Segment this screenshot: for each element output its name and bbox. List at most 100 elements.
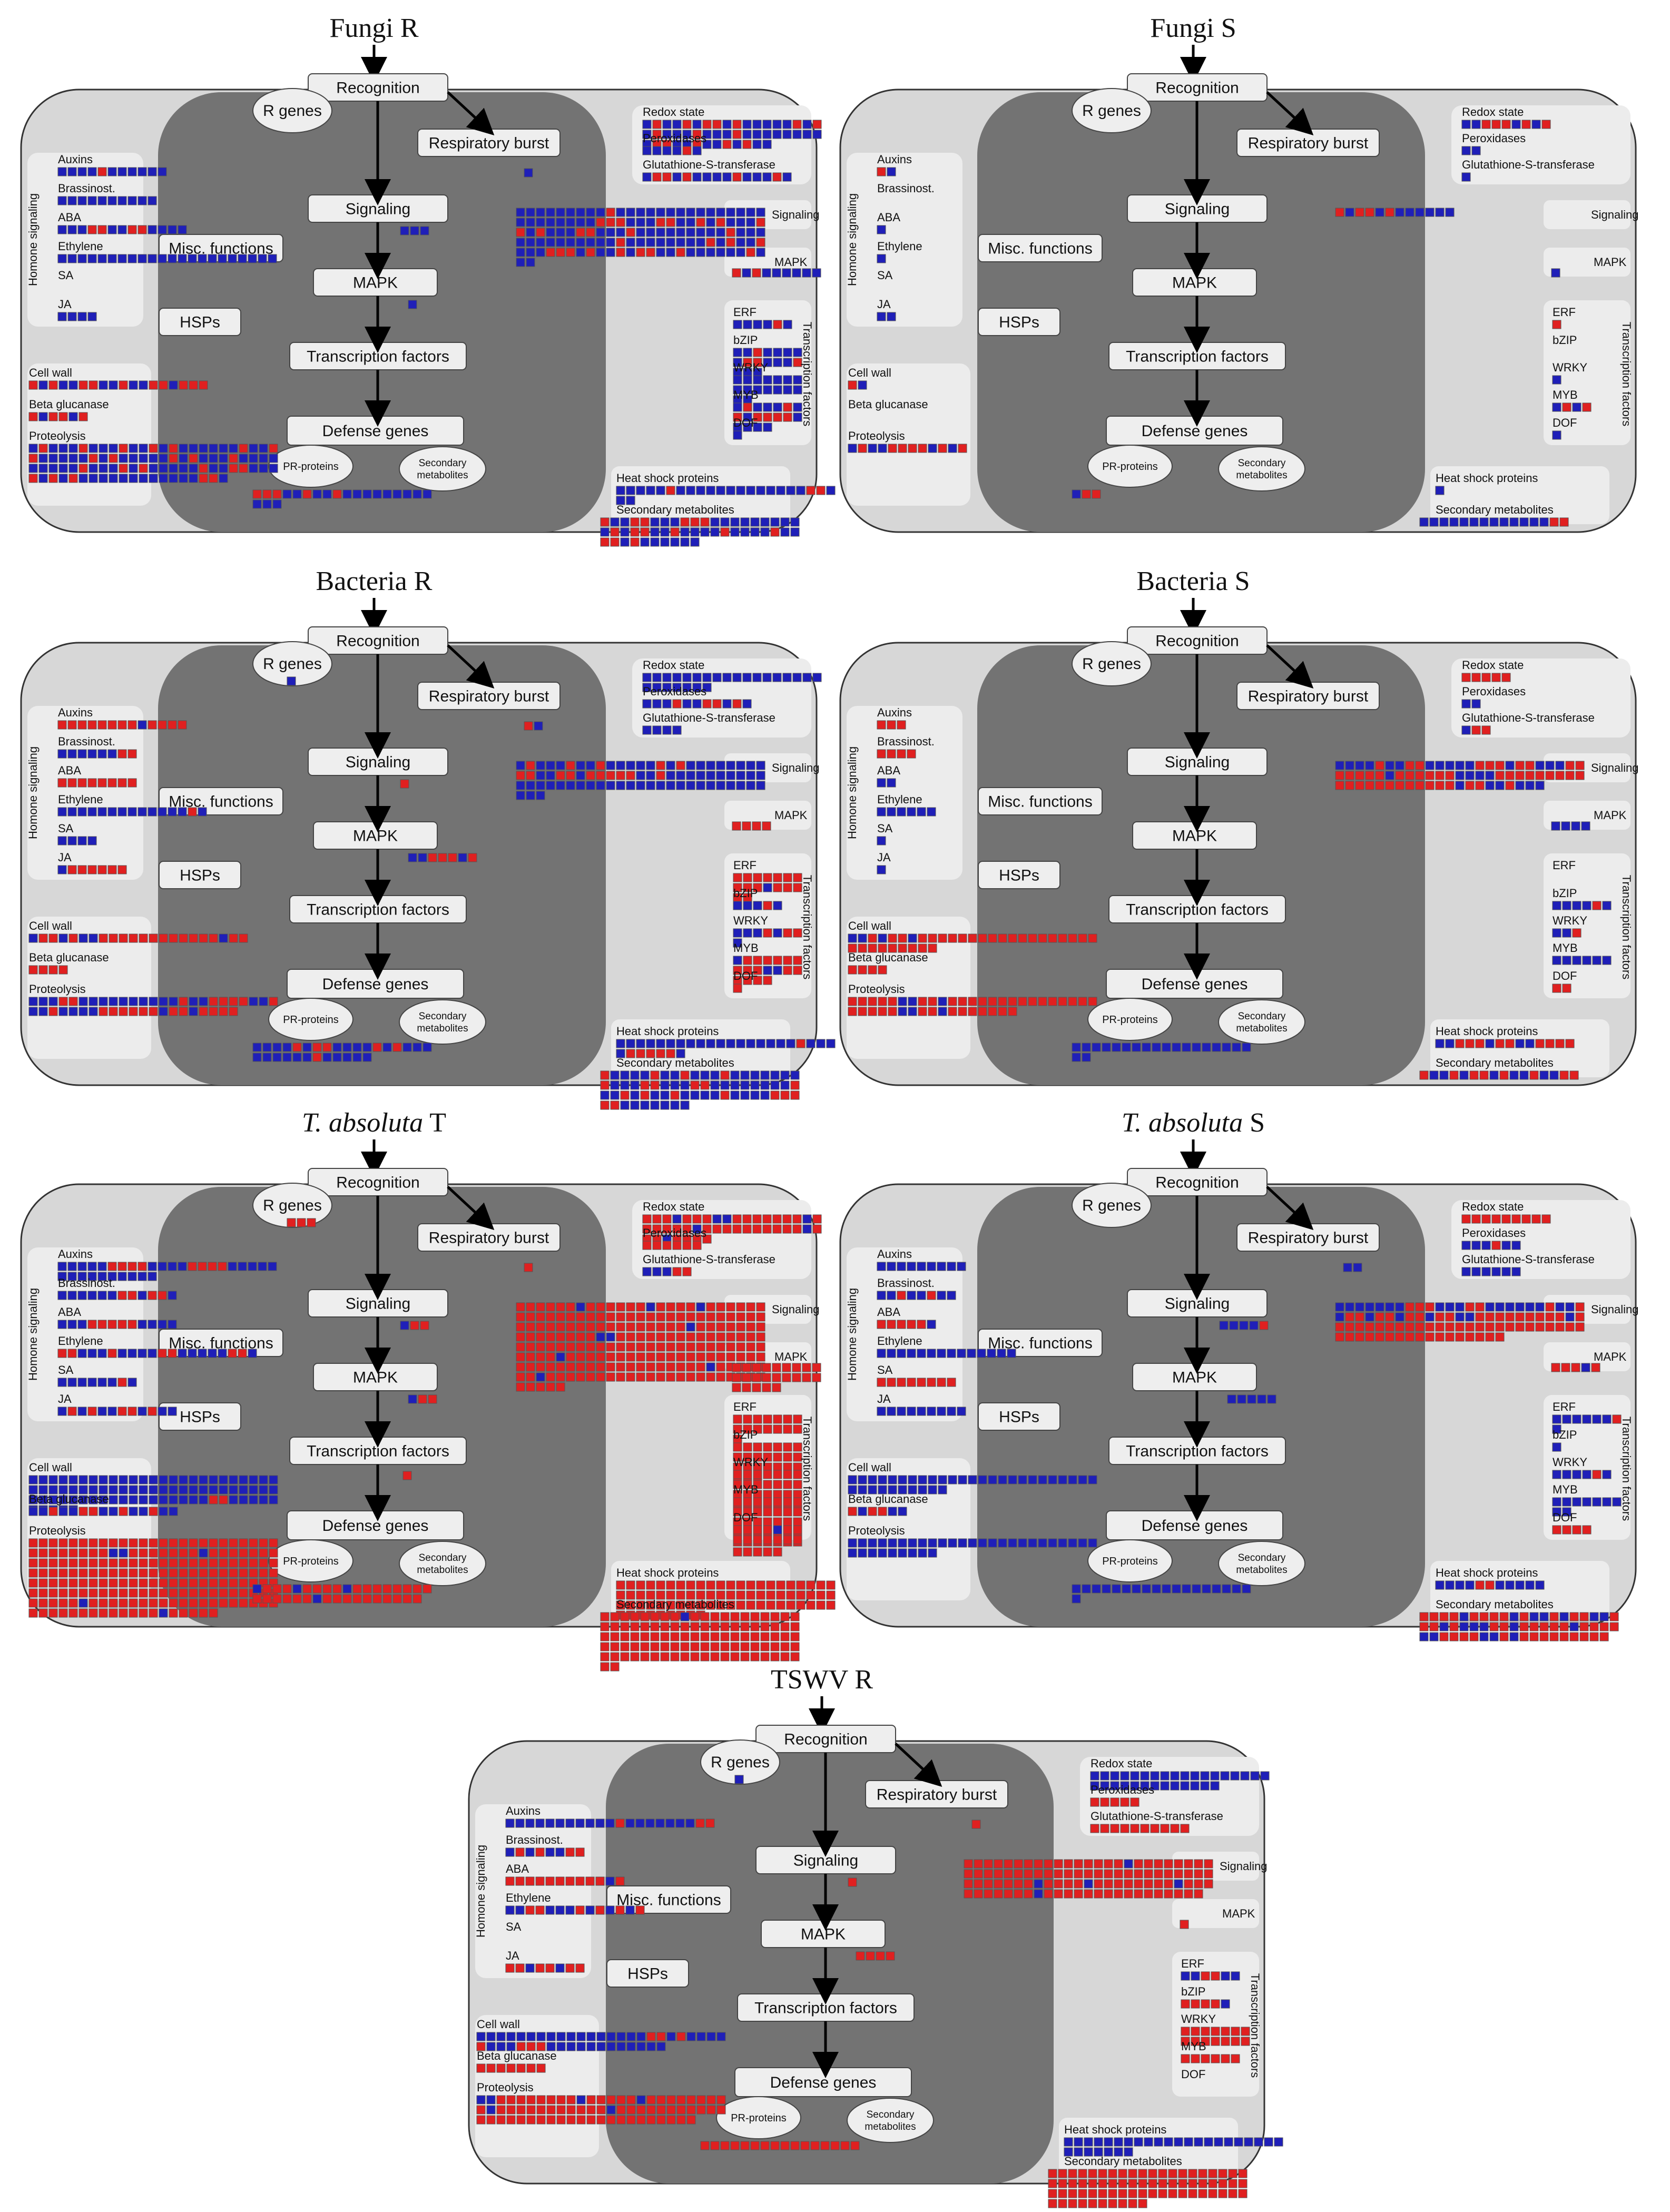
respiratory-burst: Respiratory burst — [417, 682, 561, 710]
expression-cell — [269, 444, 278, 453]
expression-cell — [877, 1407, 886, 1416]
expression-cell — [878, 997, 887, 1006]
expression-cell — [546, 2042, 556, 2051]
expression-cell — [1214, 2137, 1223, 2147]
expression-cell — [656, 486, 665, 495]
expression-cell — [515, 1876, 525, 1886]
expression-cell — [730, 1612, 740, 1621]
expression-cell — [958, 933, 967, 943]
expression-cell — [947, 1349, 956, 1358]
cell-wall-group — [847, 917, 970, 1059]
expression-cell — [742, 140, 752, 149]
signaling: Signaling — [308, 1289, 448, 1318]
expression-cell — [1545, 1312, 1555, 1322]
expression-cell — [505, 1905, 515, 1915]
expression-cell — [1090, 1824, 1099, 1833]
expression-cell — [720, 1622, 730, 1631]
signaling-label: Signaling — [793, 1852, 858, 1870]
expression-cell — [526, 228, 535, 237]
expression-cell — [938, 1485, 947, 1495]
expression-cell — [710, 527, 720, 537]
expression-cell — [159, 933, 168, 943]
expression-cell — [67, 836, 77, 846]
expression-cell — [67, 1378, 77, 1387]
expression-cell — [169, 1495, 178, 1505]
label-heat-shock: Heat shock proteins — [1436, 1025, 1538, 1038]
expression-cell — [1485, 771, 1495, 780]
expression-cell — [1565, 771, 1575, 780]
signaling: Signaling — [1127, 1289, 1268, 1318]
expression-cell — [169, 1558, 178, 1568]
cells-pr-proteins — [252, 1584, 432, 1604]
expression-cell — [640, 1622, 650, 1631]
expression-cell — [994, 1859, 1003, 1869]
expression-cell — [1471, 1241, 1481, 1250]
expression-cell — [1064, 1889, 1073, 1899]
expression-cell — [1385, 208, 1394, 217]
expression-cell — [793, 1497, 802, 1507]
label-heat-shock: Heat shock proteins — [616, 471, 719, 485]
expression-cell — [576, 208, 585, 217]
expression-cell — [410, 1321, 419, 1330]
expression-cell — [682, 673, 692, 682]
expression-cell — [1202, 1584, 1211, 1594]
expression-cell — [756, 228, 765, 237]
expression-cell — [168, 254, 177, 263]
expression-cell — [322, 489, 332, 499]
expression-cell — [665, 1818, 675, 1828]
expression-cell — [662, 673, 672, 682]
expression-cell — [848, 380, 857, 390]
expression-cell — [1572, 928, 1581, 938]
expression-cell — [1355, 761, 1364, 770]
expression-cell — [229, 464, 238, 473]
expression-cell — [1160, 1824, 1170, 1833]
expression-cell — [1479, 1632, 1489, 1641]
heat-shock-group — [611, 1019, 790, 1077]
expression-cell — [556, 238, 565, 247]
expression-cell — [1257, 1394, 1266, 1404]
expression-cell — [877, 225, 886, 234]
expression-cell — [750, 2141, 760, 2150]
expression-cell — [58, 1007, 68, 1016]
label-peroxidases: Peroxidases — [1462, 685, 1526, 698]
expression-cell — [753, 1452, 762, 1462]
expression-cell — [1120, 1771, 1129, 1781]
expression-cell — [858, 1538, 867, 1548]
expression-cell — [1044, 1859, 1053, 1869]
expression-cell — [1435, 208, 1445, 217]
expression-cell — [1515, 1322, 1525, 1332]
expression-cell — [756, 238, 765, 247]
label-peroxidases: Peroxidases — [1462, 132, 1526, 145]
expression-cell — [252, 499, 262, 509]
expression-cell — [596, 771, 605, 780]
expression-cell — [770, 1632, 780, 1641]
expression-cell — [148, 807, 157, 817]
expression-cell — [1439, 1632, 1449, 1641]
expression-cell — [858, 380, 867, 390]
expression-cell — [672, 1224, 682, 1234]
secondary-metabolites-ellipse — [399, 1541, 486, 1586]
expression-cell — [1144, 2137, 1153, 2147]
expression-cell — [97, 167, 107, 176]
expression-cell — [652, 673, 662, 682]
expression-cell — [743, 928, 752, 938]
expression-cell — [1194, 2137, 1203, 2147]
expression-cell — [238, 1262, 247, 1271]
expression-cell — [1218, 2189, 1227, 2198]
expression-cell — [129, 454, 138, 463]
expression-cell — [1134, 2137, 1143, 2147]
hsps-label: HSPs — [999, 1409, 1039, 1426]
expression-cell — [516, 218, 525, 227]
expression-cell — [1122, 1043, 1131, 1052]
expression-cell — [107, 1272, 117, 1281]
expression-cell — [48, 1475, 58, 1485]
expression-cell — [676, 1322, 685, 1332]
expression-cell — [189, 464, 198, 473]
expression-cell — [586, 1302, 595, 1312]
expression-cell — [1191, 2054, 1200, 2063]
expression-cell — [1582, 1525, 1592, 1535]
expression-cell — [1435, 1039, 1445, 1048]
expression-cell — [332, 1594, 342, 1604]
expression-cell — [783, 385, 792, 395]
